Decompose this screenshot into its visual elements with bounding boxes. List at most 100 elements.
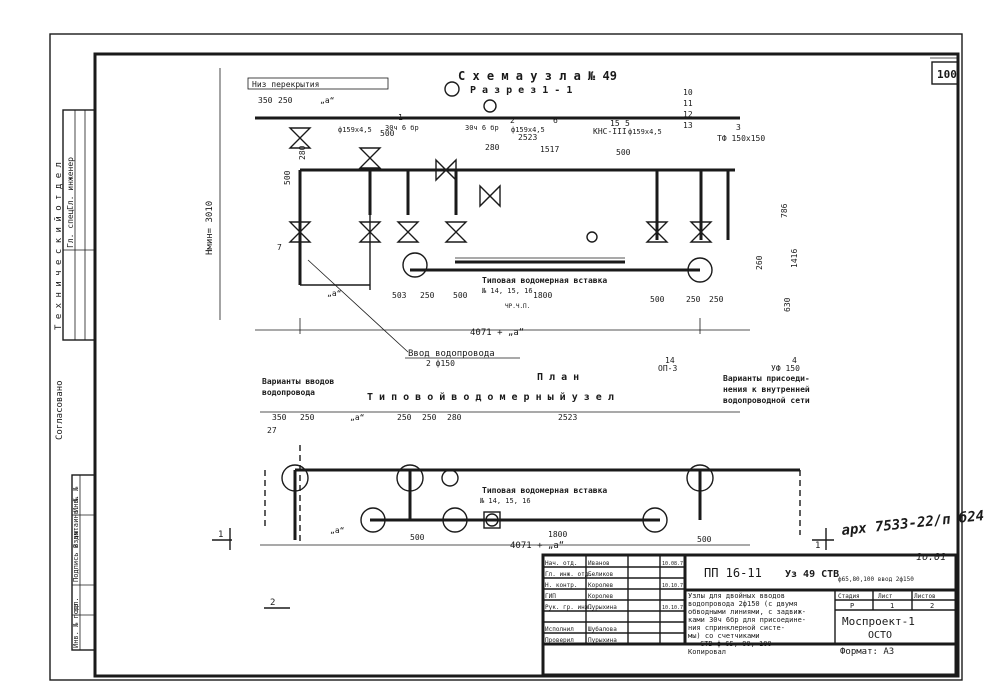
plan-dim-500-b: 500 <box>697 535 712 544</box>
section-subtitle: Р а з р е з 1 - 1 <box>470 85 572 96</box>
stamp-role-1: Гл. инж. отд. <box>545 571 592 578</box>
plan-dim-250-b: 250 <box>397 413 412 422</box>
pipe-d159-a: ф159х4,5 <box>338 126 372 134</box>
stamp-role-4: Рук. гр. инж. <box>545 604 592 611</box>
dim-250-b: 250 <box>420 291 435 300</box>
za-label: за <box>72 604 80 612</box>
description-0: Узлы для двойных вводов <box>688 592 785 600</box>
stamp-name-2: Королев <box>588 582 613 589</box>
pipe-d159-b: ф159х4,5 <box>511 126 545 134</box>
stage-header: Стадия <box>838 593 860 600</box>
dim-500-a: 500 <box>380 129 395 138</box>
vzam-inv-label: Взам. инв. № <box>72 497 80 548</box>
stamp-name-6: Шубалова <box>588 626 617 633</box>
stamp-name-3: Королев <box>588 593 613 600</box>
stamp-role-3: ГИП <box>545 593 556 600</box>
callout-4: 4 <box>792 356 797 365</box>
gl-inzh-label: Гл. инженер <box>66 157 75 210</box>
cut-mark-left: 1 <box>218 530 223 540</box>
section-title: С х е м а у з л а № 49 <box>458 69 617 83</box>
callout-11: 11 <box>683 99 693 108</box>
variants-inlet-2: водопровода <box>262 388 315 397</box>
plan-title: П л а н <box>537 372 579 383</box>
plan-dim-2523: 2523 <box>558 413 577 422</box>
dim-280: 280 <box>298 145 307 160</box>
callout-12: 12 <box>683 110 693 119</box>
handwritten-archive: арх 7533-22/п б24 <box>841 508 985 539</box>
stamp-date-0: 10.08.72 <box>662 561 686 567</box>
org-name: Моспроект-1 <box>842 615 915 628</box>
stage-value: Р <box>850 602 854 610</box>
dim-260: 260 <box>755 255 764 270</box>
sheet-header: Лист <box>878 593 893 600</box>
dim-500-d: 500 <box>650 295 665 304</box>
callout-7: 7 <box>277 243 282 252</box>
valve-symbols <box>288 127 713 243</box>
plan-dim-a2: „а“ <box>330 526 344 535</box>
plan-dim-27: 27 <box>267 426 277 435</box>
dim-250-d: 250 <box>709 295 724 304</box>
podpis-data-label: Подпись и дата <box>72 523 80 582</box>
gl-spec-label: Гл. спец. <box>66 205 75 248</box>
plan-meter-insert: Типовая водомерная вставка <box>482 486 607 495</box>
dim-1517: 1517 <box>540 145 559 154</box>
sheets-header: Листов <box>914 593 936 600</box>
format-label: Формат: А3 <box>840 647 894 657</box>
stamp-role-7: Проверил <box>545 637 574 644</box>
sheet-number: 100 <box>937 68 957 81</box>
dim-250-c: 250 <box>686 295 701 304</box>
stamp-date-2: 10.10.72 <box>662 583 686 589</box>
stamp-name-7: Пурыхина <box>588 637 617 644</box>
dim-1416: 1416 <box>790 249 799 268</box>
cut-mark-right: 1 <box>815 541 820 551</box>
plan-node-title: Т и п о в о й в о д о м е р н ы й у з е … <box>367 391 614 403</box>
callout-13: 13 <box>683 121 693 130</box>
variants-conn-3: водопроводной сети <box>723 396 810 405</box>
height-label: Hмин= 3010 <box>205 201 215 255</box>
soglasovano-label: Согласовано <box>55 380 65 440</box>
variants-conn-1: Варианты присоеди- <box>723 374 810 383</box>
description-4: ния спринклерной систе- <box>688 624 785 632</box>
dim-630: 630 <box>783 297 792 312</box>
left-strip: Т е х н и ч е с к и й о т д е л Гл. спец… <box>54 109 96 651</box>
section-total-len: 4071 + „а“ <box>470 328 524 338</box>
dim-280-b: 280 <box>485 143 500 152</box>
callout-6: 6 <box>553 116 558 125</box>
inv-podl-label: Инв. № подл. <box>72 597 80 648</box>
dim-2523: 2523 <box>518 133 537 142</box>
plan-dim-500: 500 <box>410 533 425 542</box>
callout-5: 5 <box>625 119 630 128</box>
description-3: ками 30ч 6бр для присоедине- <box>688 616 806 624</box>
description-5: мы) со счетчиками <box>688 632 760 640</box>
plan-sheet-refs: № 14, 15, 16 <box>479 497 531 505</box>
sheet-frame: 100 <box>49 33 963 681</box>
section-view: С х е м а у з л а № 49 Р а з р е з 1 - 1… <box>205 68 800 373</box>
valve-30ch6br-b: 30ч 6 бр <box>465 124 499 132</box>
node-code: Уз 49 СТВ <box>785 569 839 580</box>
plan-dim-280: 280 <box>447 413 462 422</box>
chp-label: ЧР.Ч.П. <box>505 303 530 310</box>
copied-label: Копировал <box>688 648 726 656</box>
sheet-code: ПП 16-11 <box>704 566 762 580</box>
stamp-name-0: Иванов <box>588 560 610 567</box>
sheets-total-value: 2 <box>930 602 934 610</box>
dim-a: „а“ <box>320 96 334 105</box>
callout-15: 15 <box>610 119 620 128</box>
plan-dim-250-c: 250 <box>422 413 437 422</box>
callouts: 1 2 3 4 5 6 7 10 11 12 13 14 15 <box>277 88 797 365</box>
dim-500-v: 500 <box>283 170 292 185</box>
title-block: Нач. отд. Иванов 10.08.72 Гл. инж. отд. … <box>541 553 958 677</box>
dim-500-b: 500 <box>616 148 631 157</box>
stamp-name-4: Пурыхина <box>588 604 617 611</box>
dept-name: ОСТО <box>868 630 892 641</box>
valve-30ch6br: 30ч 6 бр <box>385 124 419 132</box>
description-1: водопровода 2ф150 (с двумя <box>688 600 798 608</box>
plan-total-len: 4071 + „а“ <box>510 541 564 551</box>
dim-786: 786 <box>780 203 789 218</box>
dim-a-2: „а“ <box>327 289 341 298</box>
section-sheet-refs: № 14, 15, 16 <box>481 287 533 295</box>
stamp-role-6: Исполнил <box>545 626 574 633</box>
callout-10: 10 <box>683 88 693 97</box>
tech-dept-label: Т е х н и ч е с к и й о т д е л <box>54 162 64 330</box>
